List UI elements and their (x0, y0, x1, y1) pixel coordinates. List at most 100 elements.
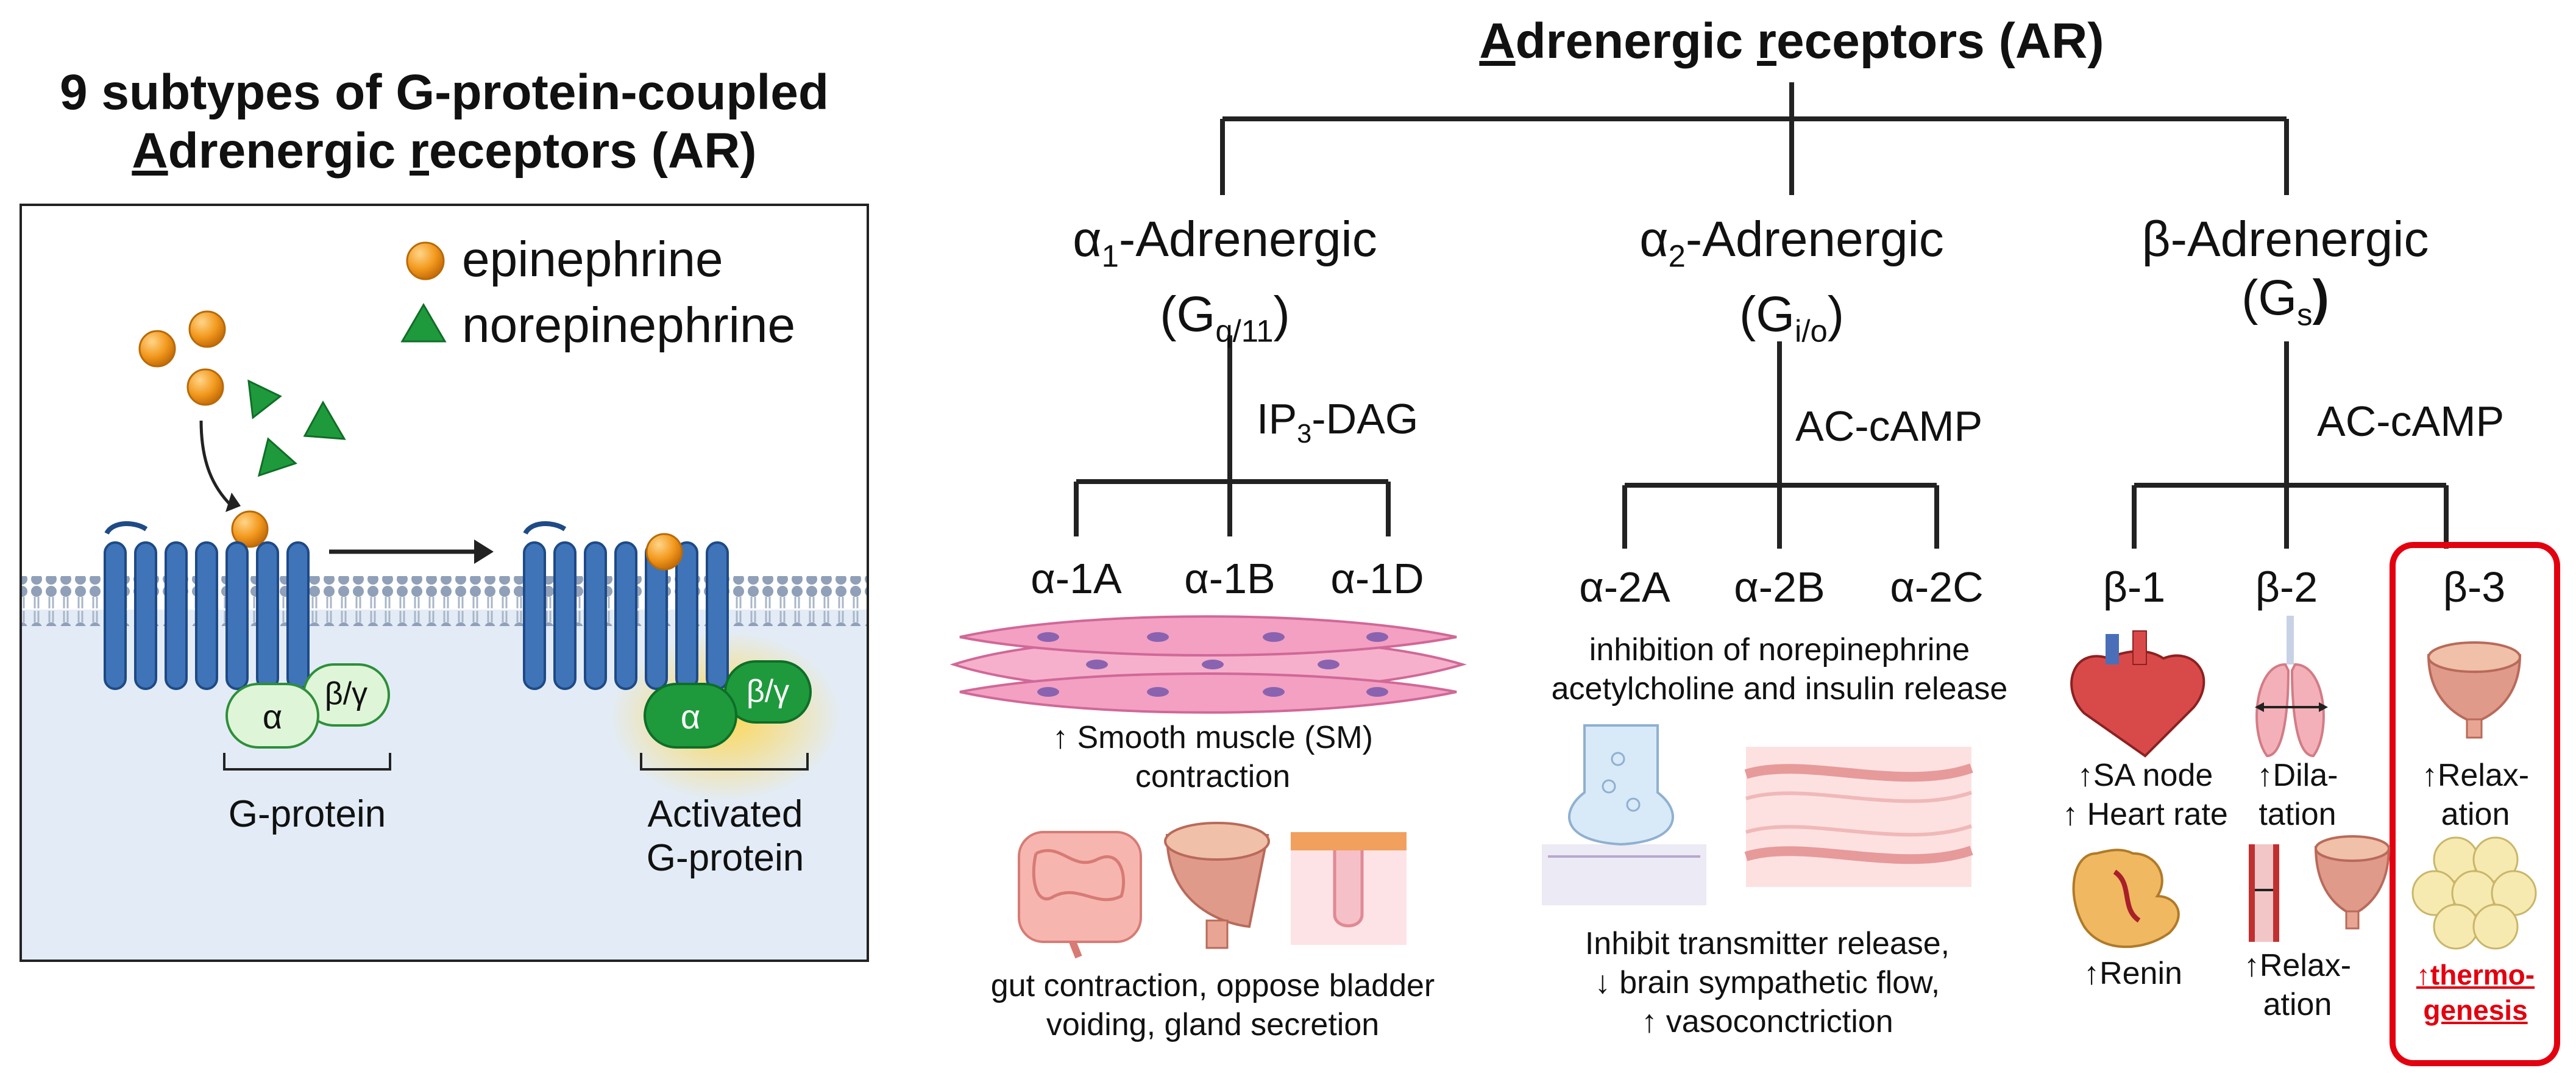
beta-gamma-active-label: β/γ (746, 674, 790, 709)
alpha-subunit-label: α (262, 697, 283, 736)
left-panel-title: 9 subtypes of G-protein-coupled Adrenerg… (21, 63, 868, 180)
beta3-effect: ↑Relax- ation (2402, 756, 2549, 834)
beta2-effect-line2: tation (2258, 797, 2336, 832)
g-protein-active-icon (644, 660, 812, 749)
beta2-relax-line2: ation (2263, 987, 2332, 1022)
alpha1-g-suffix: ) (1273, 287, 1290, 343)
g-protein-bracket (223, 753, 391, 771)
beta-g-prefix: (G (2241, 270, 2297, 326)
subtype-alpha-1B: α-1B (1184, 555, 1276, 602)
alpha2-name-suffix: -Adrenergic (1685, 212, 1944, 267)
heart-icon (2070, 630, 2205, 758)
beta3-effect-line2: ation (2441, 797, 2510, 832)
alpha1-name: α1-Adrenergic (1030, 210, 1420, 285)
left-title-part: drenergic (168, 123, 410, 179)
alpha1-pathway: IP3-DAG (1257, 395, 1418, 458)
beta2-effect-line1: ↑Dila- (2257, 758, 2338, 793)
beta2-vessel-icon (2249, 844, 2279, 942)
alpha2-pathway: AC-cAMP (1795, 402, 1983, 450)
alpha2-organ-line2: ↓ brain sympathetic flow, (1594, 965, 1940, 1000)
beta-header: β-Adrenergic (Gs) (2090, 210, 2480, 344)
alpha1-pathway-sub: 3 (1297, 419, 1312, 449)
beta-g-sub: s (2297, 297, 2313, 332)
tree-title-r: r (1757, 13, 1776, 69)
norepinephrine-legend-icon (400, 303, 447, 343)
subtype-alpha-2A: α-2A (1579, 563, 1670, 611)
left-title-line1: 9 subtypes of G-protein-coupled (60, 65, 829, 120)
alpha2-effect: inhibition of norepinephrine acetylcholi… (1511, 630, 2048, 708)
alpha2-g-sub: i/o (1795, 313, 1828, 349)
alpha1-pathway-prefix: IP (1257, 395, 1297, 443)
alpha1-organ-line2: voiding, gland secretion (1046, 1007, 1380, 1042)
blood-vessel-icon (1744, 747, 1973, 887)
alpha1-effect: ↑ Smooth muscle (SM) contraction (999, 718, 1426, 796)
alpha2-gprotein: (Gi/o) (1597, 285, 1987, 360)
g-protein-label: G-protein (228, 793, 386, 835)
alpha1-name-suffix: -Adrenergic (1118, 212, 1377, 267)
tree-title-part: drenergic (1515, 13, 1758, 69)
alpha2-effect-line2: acetylcholine and insulin release (1551, 671, 2008, 707)
activated-g-protein-label: Activated G-protein (603, 792, 847, 880)
beta3-thermo-line1: ↑thermo- (2416, 959, 2535, 991)
subtype-alpha-2C: α-2C (1890, 563, 1984, 611)
legend-epinephrine-label: epinephrine (462, 232, 723, 287)
epinephrine-legend-icon (406, 241, 445, 280)
legend-norepinephrine-label: norepinephrine (462, 297, 796, 353)
alpha1-organ-line1: gut contraction, oppose bladder (990, 968, 1435, 1003)
alpha2-name: α2-Adrenergic (1597, 210, 1987, 285)
gland-icon (1291, 832, 1407, 945)
subtype-beta-1: β-1 (2102, 563, 2166, 611)
alpha1-pathway-suffix: -DAG (1311, 395, 1419, 443)
bound-epinephrine-icon (645, 533, 683, 571)
tree-title-A: A (1479, 13, 1516, 69)
beta3-bladder-icon (2427, 641, 2522, 739)
beta-pathway: AC-cAMP (2317, 397, 2505, 445)
beta2-effect: ↑Dila- tation (2230, 756, 2365, 834)
gut-icon (1018, 831, 1142, 959)
beta2-relaxation: ↑Relax- ation (2230, 946, 2365, 1024)
beta1-effect-line2: ↑ Heart rate (2062, 797, 2228, 832)
beta1-renin: ↑Renin (2084, 956, 2182, 991)
beta-gamma-subunit-label: β/γ (324, 676, 368, 711)
beta2-bladder-icon (2314, 835, 2391, 930)
alpha2-name-sub: 2 (1668, 238, 1686, 274)
alpha2-organ-line3: ↑ vasoconctriction (1641, 1004, 1893, 1039)
left-title-part2: eceptors (AR) (428, 123, 757, 179)
tree-title: Adrenergic receptors (AR) (1402, 12, 2182, 71)
beta-g-suffix: ) (2312, 270, 2329, 326)
synapse-icon (1542, 724, 1706, 905)
subtype-alpha-1A: α-1A (1031, 555, 1122, 602)
alpha2-organ-effects: Inhibit transmitter release, ↓ brain sym… (1524, 924, 2011, 1041)
beta3-thermogenesis: ↑thermo- genesis (2402, 957, 2549, 1028)
alpha1-gprotein: (Gq/11) (1030, 285, 1420, 360)
beta-name: β-Adrenergic (2141, 212, 2429, 267)
alpha2-g-suffix: ) (1827, 287, 1845, 343)
beta2-relax-line1: ↑Relax- (2243, 948, 2352, 983)
alpha2-effect-line1: inhibition of norepinephrine (1589, 632, 1970, 668)
alpha2-organ-line1: Inhibit transmitter release, (1584, 926, 1950, 961)
adipocytes-icon (2411, 836, 2537, 950)
subtype-beta-2: β-2 (2255, 563, 2318, 611)
tree-title-part2: eceptors (AR) (1776, 13, 2104, 69)
alpha1-header: α1-Adrenergic (Gq/11) (1030, 210, 1420, 361)
beta-gprotein: (Gs) (2090, 269, 2480, 344)
subtype-beta-3: β-3 (2443, 563, 2506, 611)
alpha1-effect-line1: ↑ Smooth muscle (SM) (1052, 720, 1373, 755)
beta1-effect-line1: ↑SA node (2077, 758, 2213, 793)
subtype-alpha-1D: α-1D (1330, 555, 1424, 602)
left-title-r: r (410, 123, 429, 179)
activated-label-line1: Activated (647, 793, 803, 835)
alpha1-g-prefix: (G (1160, 287, 1216, 343)
beta1-effect: ↑SA node ↑ Heart rate (2054, 756, 2237, 834)
left-title-A: A (132, 123, 168, 179)
alpha1-g-sub: q/11 (1215, 313, 1274, 349)
alpha2-g-prefix: (G (1739, 287, 1795, 343)
smooth-muscle-icon (949, 615, 1467, 714)
tree-lines (1074, 82, 2449, 549)
beta3-highlight-box (2390, 542, 2560, 1066)
alpha2-name-prefix: α (1639, 212, 1669, 267)
receptor-inactive-icon (104, 521, 310, 690)
g-protein-inactive-icon (225, 663, 390, 749)
alpha1-effect-line2: contraction (1135, 759, 1291, 794)
